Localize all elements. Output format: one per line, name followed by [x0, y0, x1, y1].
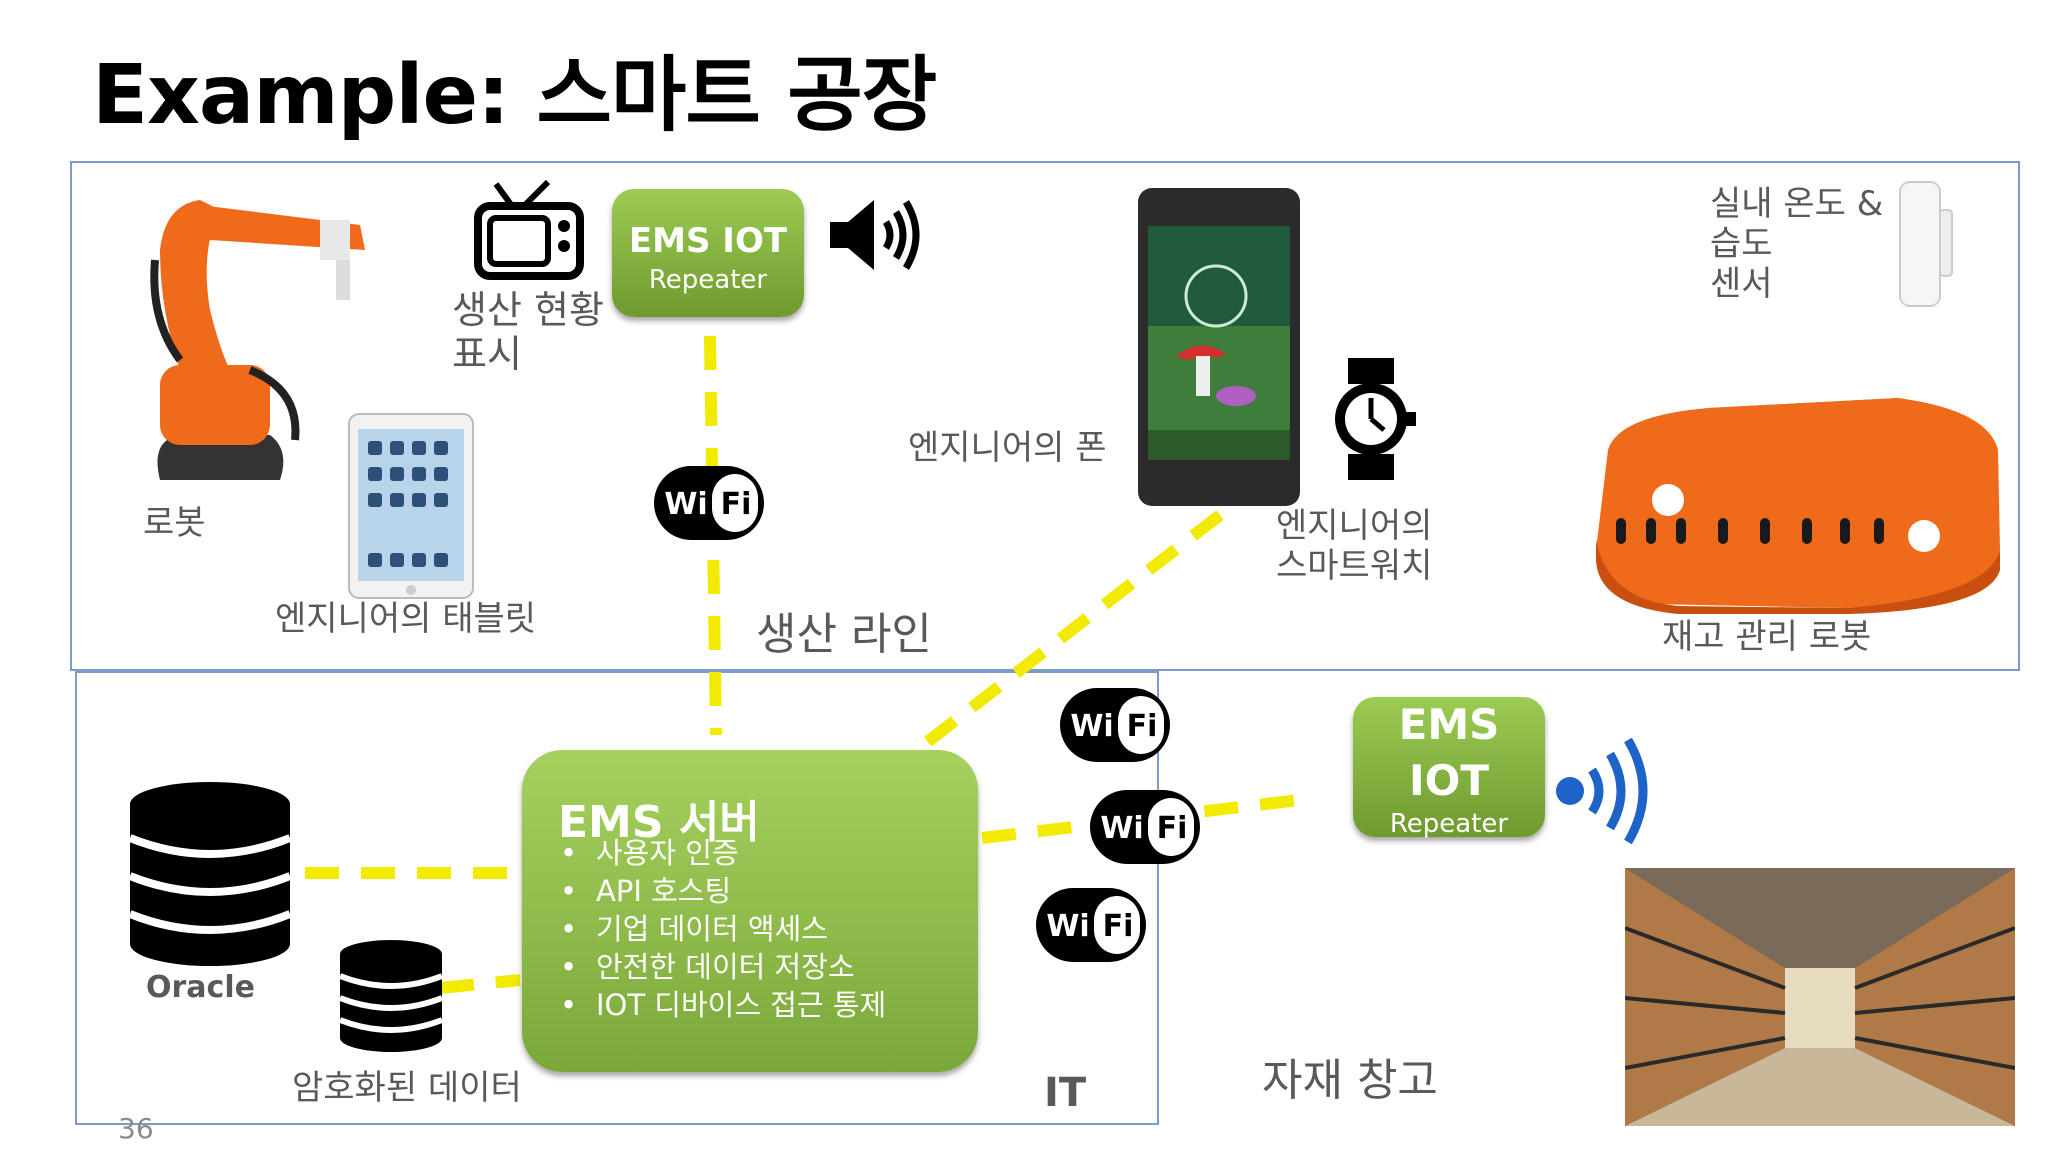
robot-label: 로봇 [143, 503, 206, 543]
tv-label: 생산 현황 표시 [452, 288, 604, 376]
wireless-signal-icon [1556, 737, 1648, 845]
tablet-label: 엔지니어의 태블릿 [275, 599, 537, 639]
wifi-label-wi: Wi [1100, 811, 1143, 846]
smartphone-icon [1138, 188, 1300, 506]
it-frame [75, 671, 1159, 1125]
connector-phone-server [904, 510, 1224, 762]
warehouse-label: 자재 창고 [1262, 1055, 1438, 1106]
wifi-icon: Wi Fi [1034, 886, 1148, 968]
wifi-label-fi: Fi [1103, 909, 1134, 944]
repeater-right-line3: Repeater [1389, 809, 1509, 839]
sensor-label: 실내 온도 & 습도 센서 [1710, 184, 1884, 304]
wifi-icon: Wi Fi [1088, 788, 1202, 870]
wifi-label-fi: Fi [1127, 709, 1158, 744]
page-number: 36 [118, 1112, 154, 1145]
oracle-database-icon [128, 782, 292, 966]
server-feature: API 호스팅 [560, 872, 886, 910]
repeater-top-subtitle: Repeater [648, 265, 768, 295]
warehouse-photo [1625, 868, 2015, 1126]
production-line-frame [70, 161, 2020, 671]
sensor-icon [1899, 181, 1953, 307]
wifi-icon: Wi Fi [652, 464, 766, 546]
server-feature: 기업 데이터 액세스 [560, 910, 886, 948]
repeater-top-title: EMS IOT [628, 221, 788, 261]
wifi-icon: Wi Fi [1058, 686, 1172, 768]
robot-arm-icon [150, 200, 365, 480]
repeater-right-line2: IOT [1409, 756, 1489, 805]
it-zone-label: IT [1044, 1070, 1087, 1116]
server-feature-list: 사용자 인증 API 호스팅 기업 데이터 액세스 안전한 데이터 저장소 IO… [560, 834, 886, 1024]
slide-title: Example: 스마트 공장 [92, 48, 937, 143]
speaker-icon [830, 200, 920, 270]
tablet-icon [348, 413, 474, 599]
production-line-label: 생산 라인 [756, 609, 932, 660]
wifi-label-wi: Wi [1046, 909, 1089, 944]
wifi-label-fi: Fi [721, 487, 752, 522]
server-feature: IOT 디바이스 접근 통제 [560, 986, 886, 1024]
repeater-right-line1: EMS [1398, 700, 1500, 749]
wifi-label-wi: Wi [1070, 709, 1113, 744]
wifi-label-wi: Wi [664, 487, 707, 522]
watch-label: 엔지니어의 스마트워치 [1276, 506, 1433, 586]
server-feature: 안전한 데이터 저장소 [560, 948, 886, 986]
oracle-label: Oracle [146, 970, 255, 1005]
ems-iot-repeater-top: EMS IOT Repeater [612, 189, 804, 317]
ems-server: EMS 서버 사용자 인증 API 호스팅 기업 데이터 액세스 안전한 데이터… [522, 750, 978, 1072]
server-feature: 사용자 인증 [560, 834, 886, 872]
ems-iot-repeater-right: EMS IOT Repeater [1353, 697, 1545, 839]
inventory-robot-icon [1596, 398, 2000, 614]
encrypted-data-label: 암호화된 데이터 [292, 1068, 522, 1108]
inventory-robot-label: 재고 관리 로봇 [1662, 617, 1872, 657]
smartwatch-icon [1335, 358, 1416, 480]
connector-encrypted-server [439, 974, 521, 994]
tv-icon [474, 180, 584, 280]
phone-label: 엔지니어의 폰 [908, 428, 1107, 468]
encrypted-database-icon [338, 940, 444, 1052]
wifi-label-fi: Fi [1157, 811, 1188, 846]
